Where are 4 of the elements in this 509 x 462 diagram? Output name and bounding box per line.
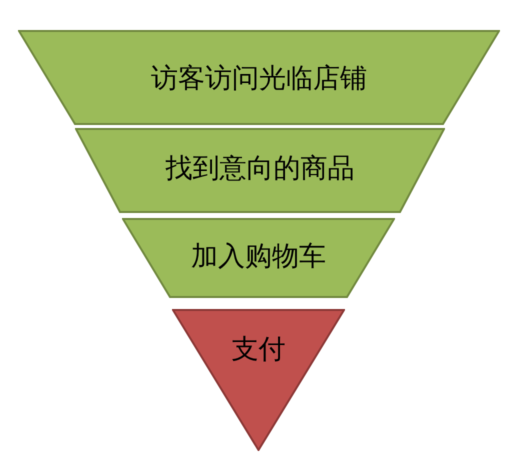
funnel-trapezoid: 找到意向的商品 [75,128,445,213]
funnel-triangle: 支付 [172,309,345,451]
funnel-trapezoid: 加入购物车 [122,218,395,298]
funnel-trapezoid: 访客访问光临店铺 [18,30,500,125]
